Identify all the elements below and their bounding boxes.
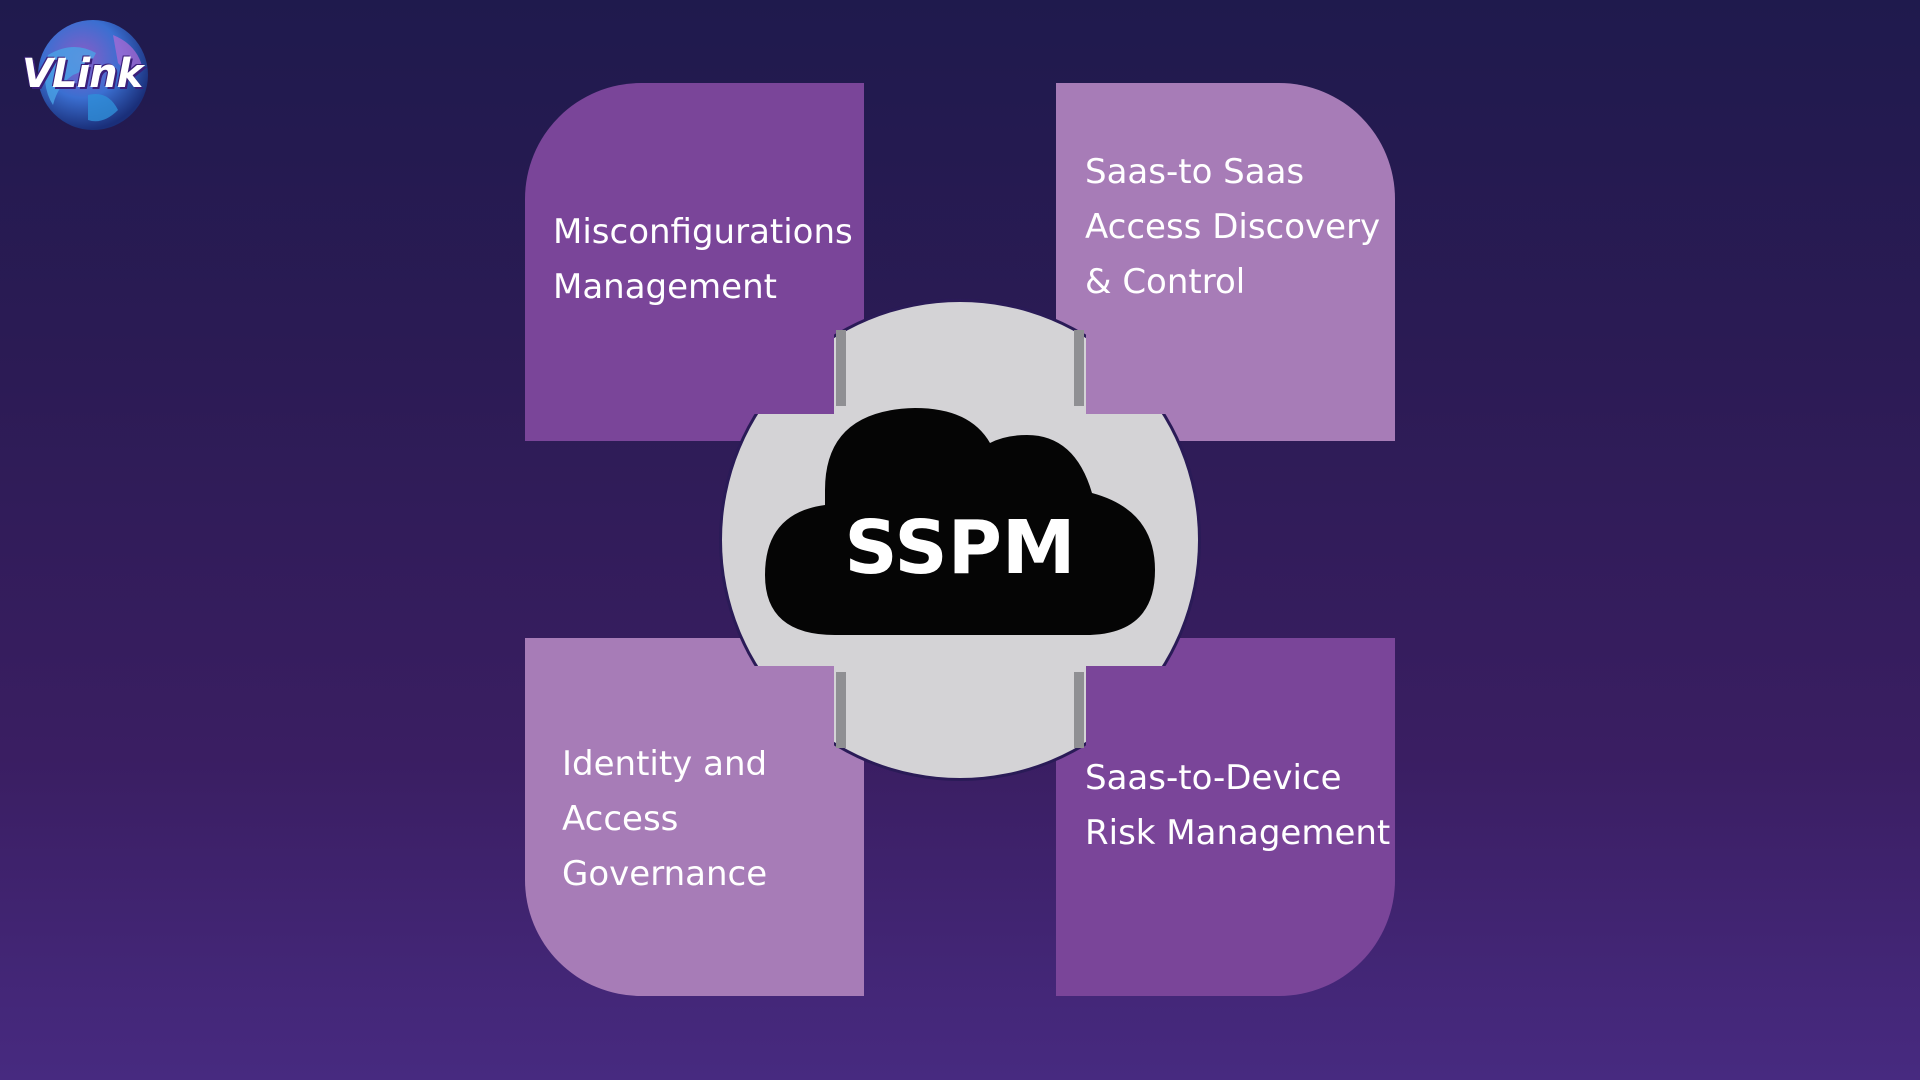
circle-corner-cutout — [1086, 666, 1200, 750]
circle-corner-cutout — [720, 330, 834, 414]
circle-notch — [836, 672, 846, 748]
logo-text: VLink — [22, 51, 143, 97]
circle-notch — [1074, 330, 1084, 406]
center-label: SSPM — [844, 505, 1076, 591]
circle-notch — [1074, 672, 1084, 748]
circle-corner-cutout — [720, 666, 834, 750]
cloud-icon — [765, 405, 1155, 640]
quadrant-label: Saas-to-Device Risk Management — [1085, 758, 1391, 853]
quadrant-saas-to-saas-access: Saas-to Saas Access Discovery & Control — [1056, 83, 1395, 441]
circle-corner-cutout — [1086, 330, 1200, 414]
quadrant-label: Saas-to Saas Access Discovery & Control — [1085, 152, 1381, 302]
quadrant-label: Identity and Access Governance — [562, 744, 768, 894]
vlink-logo: VLink — [18, 15, 183, 133]
circle-notch — [836, 330, 846, 406]
quadrant-label: Misconfigurations Management — [553, 212, 853, 307]
globe-icon — [38, 20, 148, 130]
